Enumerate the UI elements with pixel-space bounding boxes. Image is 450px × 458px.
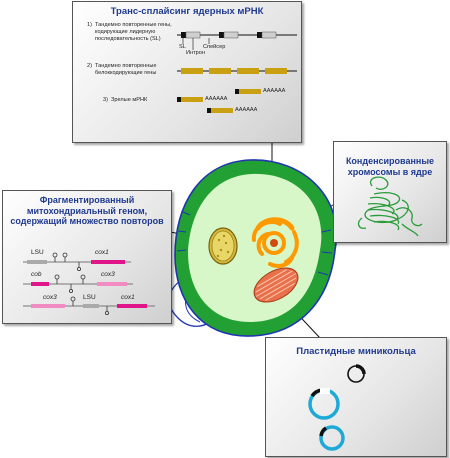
- chromosomes-title: Конденсированные хромосомы в ядре: [345, 156, 435, 177]
- mito-fragment-3: [23, 296, 155, 315]
- lsu-label-2: LSU: [83, 294, 96, 301]
- sl-label: SL: [179, 44, 186, 50]
- cox3-label-2: cox3: [43, 294, 57, 301]
- step1-number: 1): [87, 22, 92, 28]
- cox1-label-2: cox1: [121, 294, 135, 301]
- sl-gene-array: [177, 31, 297, 50]
- condensed-chromosome-icon: [357, 176, 423, 237]
- chromosomes-panel: Конденсированные хромосомы в ядре: [333, 141, 447, 243]
- plastid-minicircles-panel: Пластидные миниколь­ца: [265, 337, 447, 457]
- step3-text: Зрелые мРНК: [111, 97, 148, 103]
- plastid: [253, 267, 299, 303]
- trans-splicing-panel: Транс-сплайсинг ядерных мРНК 1) Тандемно…: [72, 1, 302, 143]
- mito-fragment-1: [23, 252, 131, 271]
- cox3-label-1: cox3: [101, 271, 115, 278]
- nucleus: [251, 217, 299, 268]
- minicircle-1: [347, 364, 366, 383]
- step1-text: Тандемно повторенные гены, кодирующие ли…: [95, 22, 172, 42]
- step2-number: 2): [87, 63, 92, 69]
- step2-text: Тандемно повторенные белоккодирующие ген…: [95, 63, 157, 76]
- mito-fragment-2: [23, 274, 133, 293]
- pellicle-marks: [176, 211, 333, 276]
- lsu-label-1: LSU: [31, 249, 44, 256]
- mature-mrnas: [177, 89, 261, 113]
- minicircle-2: [308, 388, 340, 420]
- plastid-minicircles-title: Пластидные миниколь­ца: [296, 346, 416, 357]
- polya-tail-3: AAAAAA: [235, 107, 258, 113]
- mitochondrion: [208, 227, 238, 265]
- cox1-label-1: cox1: [95, 249, 109, 256]
- polya-tail-2: AAAAAA: [205, 96, 228, 102]
- mitochondrial-genome-title: Фрагментированный митохондриальный геном…: [10, 195, 164, 227]
- protein-gene-array: [177, 68, 297, 74]
- spacer-label: Спейсер: [203, 44, 226, 50]
- step3-number: 3): [103, 97, 108, 103]
- cell: [168, 159, 338, 337]
- minicircles-illustration: [308, 364, 366, 451]
- intron-label: Интрон: [186, 50, 205, 56]
- polya-tail-1: AAAAAA: [263, 88, 286, 94]
- cob-label: cob: [31, 271, 42, 278]
- trans-splicing-title: Транс-сплайсинг ядерных мРНК: [110, 6, 264, 17]
- mitochondrial-genome-panel: Фрагментированный митохондриальный геном…: [2, 190, 172, 324]
- minicircle-3: [319, 425, 345, 451]
